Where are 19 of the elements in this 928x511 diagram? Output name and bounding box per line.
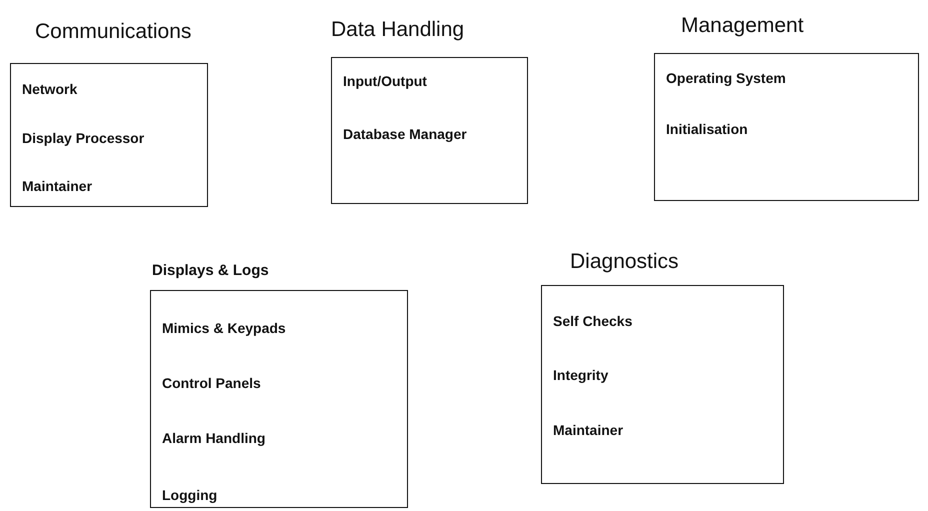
group-heading: Displays & Logs xyxy=(152,262,269,279)
module-label: Input/Output xyxy=(343,73,427,89)
module-label: Network xyxy=(22,81,78,97)
group-heading: Diagnostics xyxy=(570,250,679,274)
module-label: Integrity xyxy=(553,367,608,383)
group-heading: Communications xyxy=(35,20,192,44)
module-label: Display Processor xyxy=(22,130,144,146)
module-label: Maintainer xyxy=(553,422,624,438)
module-label: Alarm Handling xyxy=(162,430,266,446)
module-label: Database Manager xyxy=(343,126,467,142)
group-heading: Data Handling xyxy=(331,18,464,42)
module-label: Maintainer xyxy=(22,178,92,194)
module-label: Mimics & Keypads xyxy=(162,320,286,336)
module-label: Logging xyxy=(162,487,218,503)
module-label: Operating System xyxy=(666,70,786,86)
module-label: Initialisation xyxy=(666,121,748,137)
module-label: Control Panels xyxy=(162,375,261,391)
group-heading: Management xyxy=(681,14,804,38)
module-label: Self Checks xyxy=(553,313,632,329)
